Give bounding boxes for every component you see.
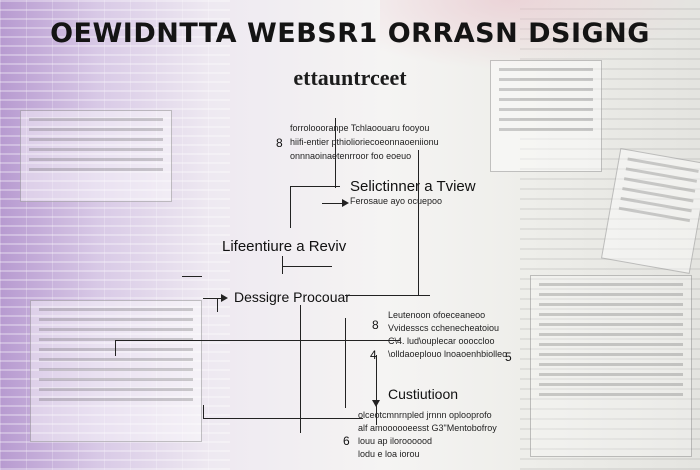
connector-line [418,150,420,295]
note-line: forroloooranpe Tchlaoouaru fooyou [290,123,430,133]
note-line: alf amoooooeesst G3"Mentobofroy [358,423,497,433]
background-document-panel [490,60,602,172]
background-right-texture [520,0,700,470]
connector-line [115,340,117,356]
connector-line [217,298,219,312]
connector-line [322,203,344,205]
background-document-panel [20,110,172,202]
node-custom: Custiutioon [388,386,459,402]
connector-line [203,405,205,419]
note-line: olceotcmnrnpled jrnnn oplooprofo [358,410,492,420]
connector-line [203,418,363,420]
connector-line [203,298,223,300]
connector-line [345,295,430,297]
note-marker: 8 [276,136,283,150]
connector-line [115,340,400,342]
connector-line [290,186,292,228]
node-literature: Lifeentiure a Reviv [222,238,347,255]
connector-line [376,355,378,425]
arrow-head [342,199,349,207]
note-line: lodu e loa iorou [358,449,420,459]
note-line: hiifi-entier pthiolioriecoeonnaoeniionu [290,137,439,147]
background-glow [380,0,700,70]
note-marker: 8 [372,318,379,332]
node-procedure: Dessigre Procouar [234,289,350,305]
arrow-head [372,400,380,407]
arrow-head [221,294,228,302]
page-title: OEWIDNTTA WEBSR1 ORRASN DSIGNG [50,18,650,49]
connector-line [290,186,340,188]
background-document-panel [30,300,202,442]
node-selection-note: Ferosaue ayo ocuepoo [350,196,443,206]
connector-line [345,318,347,408]
note-line: Vvidesscs cchenecheatoiou [388,323,500,333]
note-line: louu ap iloroooood [358,436,433,446]
note-line: \olldaoeplouo lnoaoenhbiolleo [388,349,508,359]
connector-line [282,266,332,268]
connector-line [300,305,302,433]
page-subtitle: ettauntrceet [293,65,407,90]
note-marker: 4 [370,348,377,362]
connector-line [282,256,284,274]
note-line: onnnaoinaetenrroor foo eoeuo [290,151,412,161]
note-line: C\4. lud\ouplecar oooccloo [388,336,495,346]
note-line: Leutenoon ofoeceaneoo [388,310,486,320]
connector-line [335,118,337,188]
background-left-texture [0,0,230,470]
background-document-panel [530,275,692,457]
connector-line [182,276,202,278]
note-marker: 5 [505,350,512,364]
note-marker: 6 [343,434,350,448]
node-selection: Selictinner a Tview [350,178,476,195]
